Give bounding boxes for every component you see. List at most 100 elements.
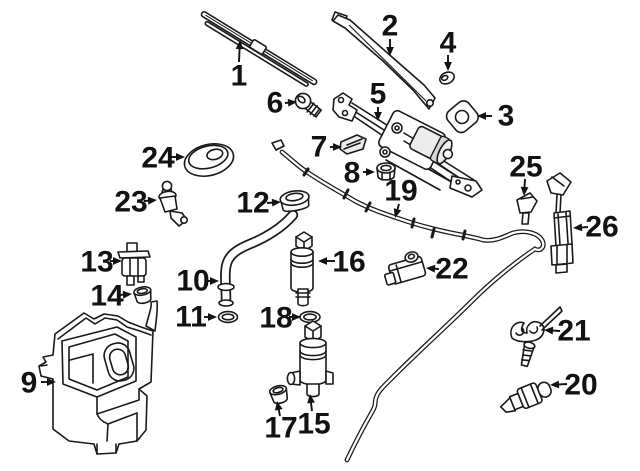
callout-number: 8 — [344, 157, 361, 190]
callout-number: 1 — [231, 60, 248, 93]
callout-pump-o-ring: 18 — [259, 302, 301, 335]
callout-arrow-head — [393, 208, 402, 218]
part-20-check-valve — [499, 381, 552, 414]
part-13-level-sensor — [117, 242, 151, 286]
callout-arrow-head — [292, 313, 301, 321]
callout-number: 4 — [440, 27, 457, 60]
callout-arrow-head — [208, 313, 217, 321]
callout-arrow-head — [271, 198, 281, 207]
callout-number: 15 — [297, 408, 330, 441]
callout-arrow-head — [550, 380, 560, 389]
callout-arrow-head — [333, 143, 342, 151]
callout-arrow-head — [544, 326, 554, 335]
callout-wiper-arm: 2 — [382, 10, 399, 56]
callout-pump-grommet: 17 — [264, 401, 298, 445]
part-17-pump-grommet — [268, 384, 289, 405]
callout-filler-cap: 12 — [236, 187, 281, 220]
callout-wiper-blade: 1 — [231, 40, 248, 93]
part-15-washer-pump — [286, 320, 334, 398]
callout-washer-nozzle-jet: 25 — [509, 151, 543, 196]
callout-number: 11 — [175, 301, 207, 334]
part-24-grommet-cover — [183, 142, 235, 178]
part-4-cap-nut — [439, 71, 455, 85]
callout-washer-nozzle: 23 — [114, 186, 157, 219]
part-21-hose-clip — [510, 306, 563, 368]
part-6-bolt — [294, 92, 323, 118]
part-3-spacer-nut — [445, 100, 480, 134]
callout-sensor-grommet: 14 — [90, 280, 132, 313]
callout-number: 17 — [264, 412, 297, 445]
callout-number: 23 — [114, 186, 147, 219]
part-22-level-sensor-connector — [383, 251, 427, 286]
part-11-o-ring — [217, 310, 239, 324]
callout-number: 19 — [384, 175, 417, 208]
callout-level-sensor-connector: 22 — [426, 253, 469, 286]
part-18-o-ring — [299, 310, 321, 324]
callout-spacer-nut: 3 — [477, 100, 514, 133]
callout-washer-pump-rear: 16 — [318, 246, 366, 279]
callout-arrow-head — [274, 401, 283, 411]
callout-arrow-line — [238, 46, 241, 63]
callout-arrow-head — [444, 62, 452, 71]
callout-number: 9 — [21, 367, 38, 400]
callout-clip: 7 — [311, 131, 342, 164]
callout-arrow-head — [287, 98, 297, 107]
callout-number: 21 — [557, 315, 590, 348]
callout-nozzle-grommet-cover: 24 — [141, 142, 185, 175]
callout-number: 3 — [498, 100, 515, 133]
part-7-clip — [339, 134, 367, 155]
part-10-filler-tube — [217, 209, 299, 307]
callout-filler-tube: 10 — [176, 265, 219, 298]
part-8-grommet — [376, 162, 396, 181]
callout-grommet: 8 — [344, 157, 375, 190]
callout-number: 5 — [370, 78, 387, 111]
callout-arrow-head — [386, 47, 394, 56]
callout-arrow-head — [235, 40, 244, 50]
callout-arrow-head — [520, 186, 529, 196]
callout-nozzle-hose-connector: 26 — [573, 211, 619, 244]
part-5-wiper-motor-linkage — [332, 92, 483, 198]
part-2-wiper-arm — [331, 11, 436, 110]
callout-washer-hose: 19 — [384, 175, 418, 218]
part-19-washer-hose — [271, 139, 546, 463]
callout-hose-clip: 21 — [544, 315, 591, 348]
callout-arrow-head — [374, 112, 382, 121]
callout-fluid-level-sensor: 13 — [80, 246, 122, 279]
part-16-washer-pump — [290, 231, 314, 307]
callout-filler-tube-o-ring: 11 — [175, 301, 217, 334]
callout-arrow-head — [47, 378, 56, 386]
callout-number: 26 — [585, 211, 618, 244]
callout-arrow-head — [147, 196, 157, 205]
callout-number: 20 — [564, 369, 597, 402]
callout-number: 14 — [90, 280, 124, 313]
callout-arrow-head — [426, 264, 436, 273]
part-1-wiper-blade — [200, 10, 318, 87]
callout-washer-pump-front: 15 — [297, 394, 331, 441]
callout-number: 18 — [259, 302, 292, 335]
callout-arrow-head — [122, 290, 132, 299]
callout-arrow-head — [318, 257, 327, 265]
callout-number: 6 — [267, 87, 284, 120]
callout-number: 16 — [332, 246, 365, 279]
callout-wiper-motor-linkage: 5 — [370, 78, 387, 121]
part-26-nozzle-connector — [546, 172, 574, 274]
part-12-filler-cap — [279, 190, 310, 213]
part-25-nozzle-jet — [516, 192, 538, 225]
callout-arrow-head — [366, 168, 375, 176]
callout-bolt: 6 — [267, 87, 297, 120]
part-23-washer-nozzle — [158, 180, 189, 227]
callout-number: 22 — [435, 253, 468, 286]
callout-cap-nut: 4 — [440, 27, 457, 71]
callout-arrow-head — [573, 223, 583, 232]
part-9-washer-reservoir — [38, 300, 159, 455]
callout-number: 25 — [509, 151, 542, 184]
callout-arrow-head — [307, 394, 315, 404]
callout-arrow-head — [477, 112, 486, 120]
callout-number: 2 — [382, 10, 399, 43]
callout-number: 13 — [80, 246, 113, 279]
callout-arrow-head — [113, 257, 122, 265]
callout-number: 24 — [141, 142, 175, 175]
callout-check-valve: 20 — [550, 369, 598, 402]
